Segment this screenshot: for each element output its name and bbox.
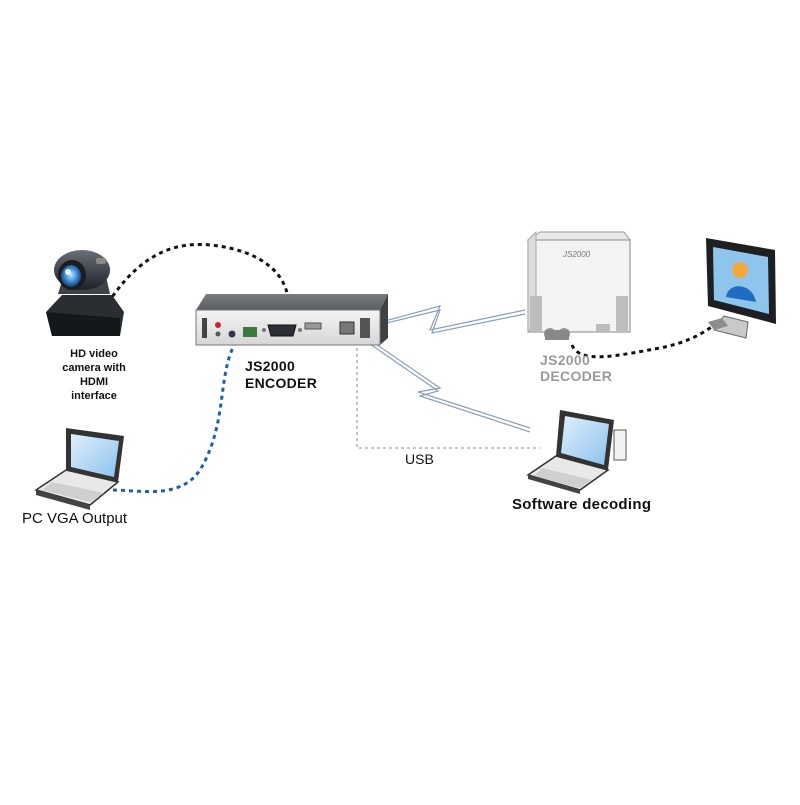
decoder-label-line: DECODER — [540, 368, 613, 384]
laptop-icon — [526, 410, 627, 494]
encoder-label-line: ENCODER — [245, 375, 318, 391]
vga-cable — [111, 334, 242, 494]
ptz-camera-icon — [46, 250, 124, 336]
decoder-label: JS2000 DECODER — [540, 352, 630, 384]
decoder-display-cable — [570, 318, 723, 359]
decoder-box-icon — [526, 230, 631, 340]
monitor-icon — [706, 238, 776, 339]
decoder-label-line: JS2000 — [540, 352, 591, 368]
encoder-box-icon — [195, 294, 388, 346]
usb-label: USB — [405, 451, 434, 467]
laptop-icon — [34, 428, 124, 510]
camera-label-line: camera with — [62, 362, 126, 374]
software-decoding-label: Software decoding — [512, 496, 652, 513]
usb-link — [356, 336, 540, 449]
encoder-label-line: JS2000 — [245, 358, 296, 374]
wireless-link-icon — [369, 339, 531, 433]
decoder-brand-label: JS2000 — [563, 250, 591, 259]
wireless-link-icon — [369, 305, 526, 334]
encoder-label: JS2000 ENCODER — [245, 358, 335, 392]
camera-label: HD video camera with HDMI interface — [44, 347, 144, 403]
camera-label-line: HD video — [70, 348, 118, 360]
pc-label: PC VGA Output — [22, 510, 128, 527]
camera-label-line: interface — [71, 390, 117, 402]
hdmi-cable — [106, 242, 290, 326]
camera-label-line: HDMI — [79, 376, 109, 388]
